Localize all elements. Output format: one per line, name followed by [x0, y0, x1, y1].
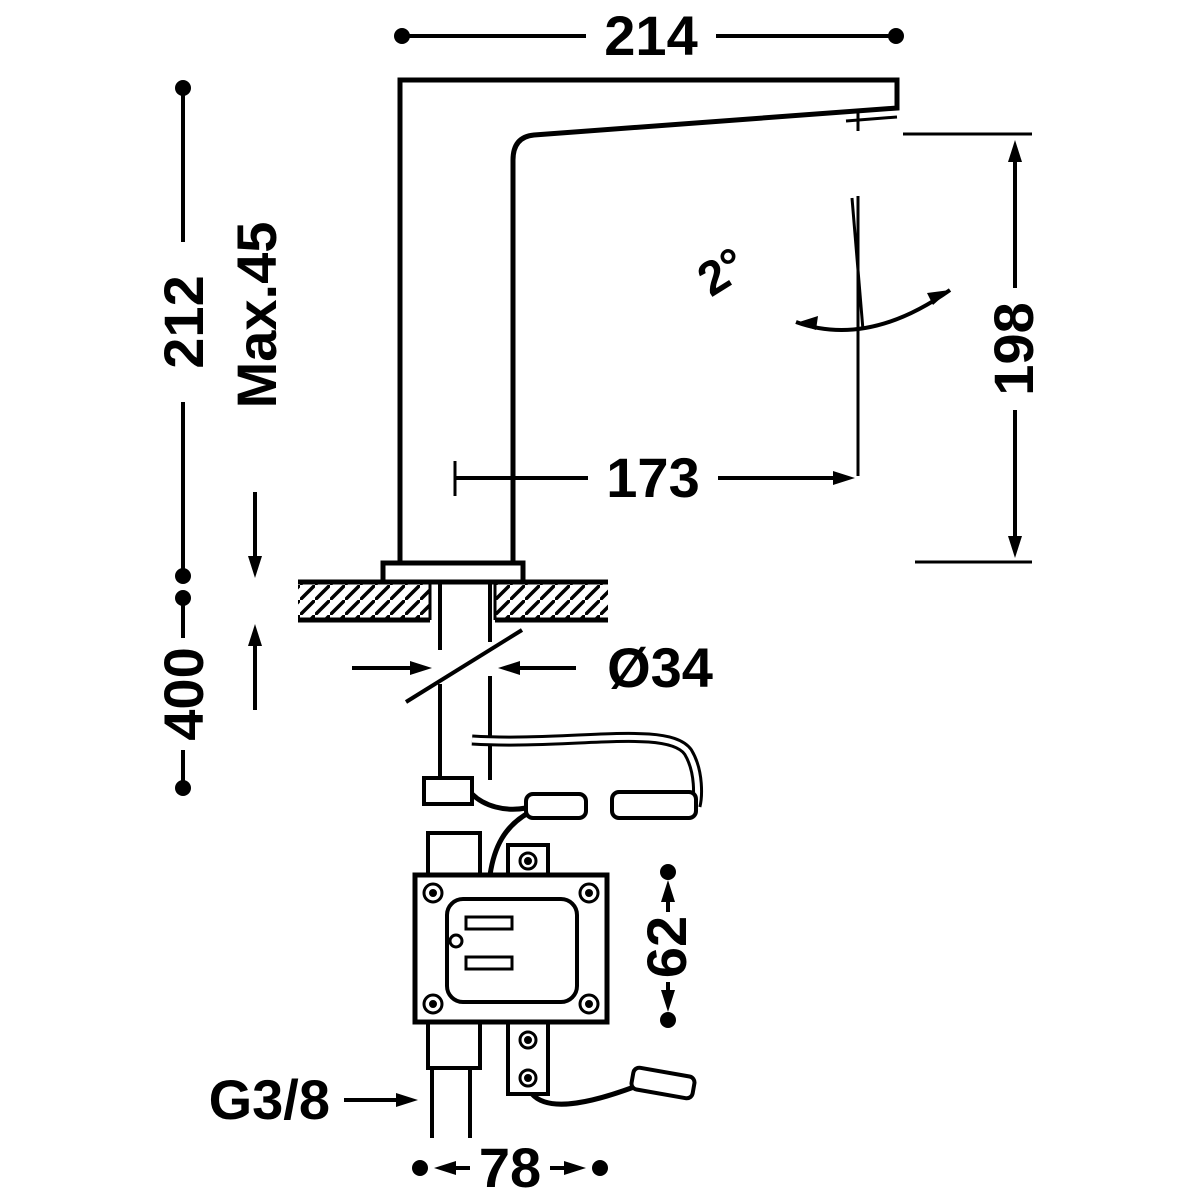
stream-tilt-line	[850, 197, 865, 331]
box-wire-1	[487, 809, 532, 876]
pipe-break-mark	[404, 628, 524, 704]
outlet-slot-bottom	[464, 955, 514, 971]
bottom-cable-connector	[629, 1065, 697, 1101]
outlet-slot-top	[464, 915, 514, 931]
box-bottom-tab	[426, 1018, 482, 1070]
body-height-label: 212	[152, 275, 215, 368]
dimension-box-width: 78	[412, 1136, 608, 1199]
dimension-box-height: 62	[635, 864, 698, 1028]
faucet-outline	[397, 77, 900, 566]
dimension-hole-diameter: Ø34	[352, 636, 713, 699]
faucet-body	[380, 77, 900, 585]
supply-pipe	[404, 582, 524, 806]
cables	[470, 731, 704, 1107]
angle-arc	[795, 288, 952, 332]
under-deck-label: 400	[152, 647, 215, 740]
spout-width-label: 214	[604, 4, 697, 67]
cable-connector-large	[610, 790, 698, 820]
dimension-outlet-reach: 173	[453, 446, 855, 509]
label-inlet-thread: G3/8	[209, 1068, 418, 1131]
bottom-wire	[530, 1084, 635, 1107]
inlet-thread-label: G3/8	[209, 1068, 330, 1131]
dimension-under-deck: 400	[152, 590, 215, 796]
box-wire-2	[470, 792, 527, 812]
screws	[422, 851, 600, 1088]
control-box	[412, 831, 610, 1138]
dimension-outlet-height: 198	[903, 132, 1045, 564]
outlet-reach-label: 173	[606, 446, 699, 509]
dimension-deck-thickness: Max.45	[225, 222, 288, 710]
box-height-label: 62	[635, 916, 698, 978]
sensor-hose-inner	[471, 734, 701, 807]
dimension-body-height: 212	[152, 80, 215, 584]
outlet-height-label: 198	[982, 302, 1045, 395]
hole-diameter-label: Ø34	[607, 636, 713, 699]
base-flange	[380, 560, 526, 585]
angle-annotation: 2°	[689, 196, 952, 476]
stream-angle-label: 2°	[689, 238, 756, 307]
pipe-end-connector	[422, 776, 474, 806]
box-width-label: 78	[479, 1136, 541, 1199]
power-outlet-face	[445, 897, 579, 1004]
box-top-tab	[426, 831, 482, 879]
cable-connector-small	[524, 792, 588, 820]
outlet-ground-hole	[448, 933, 464, 949]
dimension-spout-width: 214	[394, 4, 904, 67]
counter-deck	[298, 579, 608, 623]
spout-outlet-mark	[845, 115, 898, 123]
deck-hatch-left	[298, 582, 430, 620]
deck-hatch-right	[495, 582, 608, 620]
deck-thickness-label: Max.45	[225, 222, 288, 409]
